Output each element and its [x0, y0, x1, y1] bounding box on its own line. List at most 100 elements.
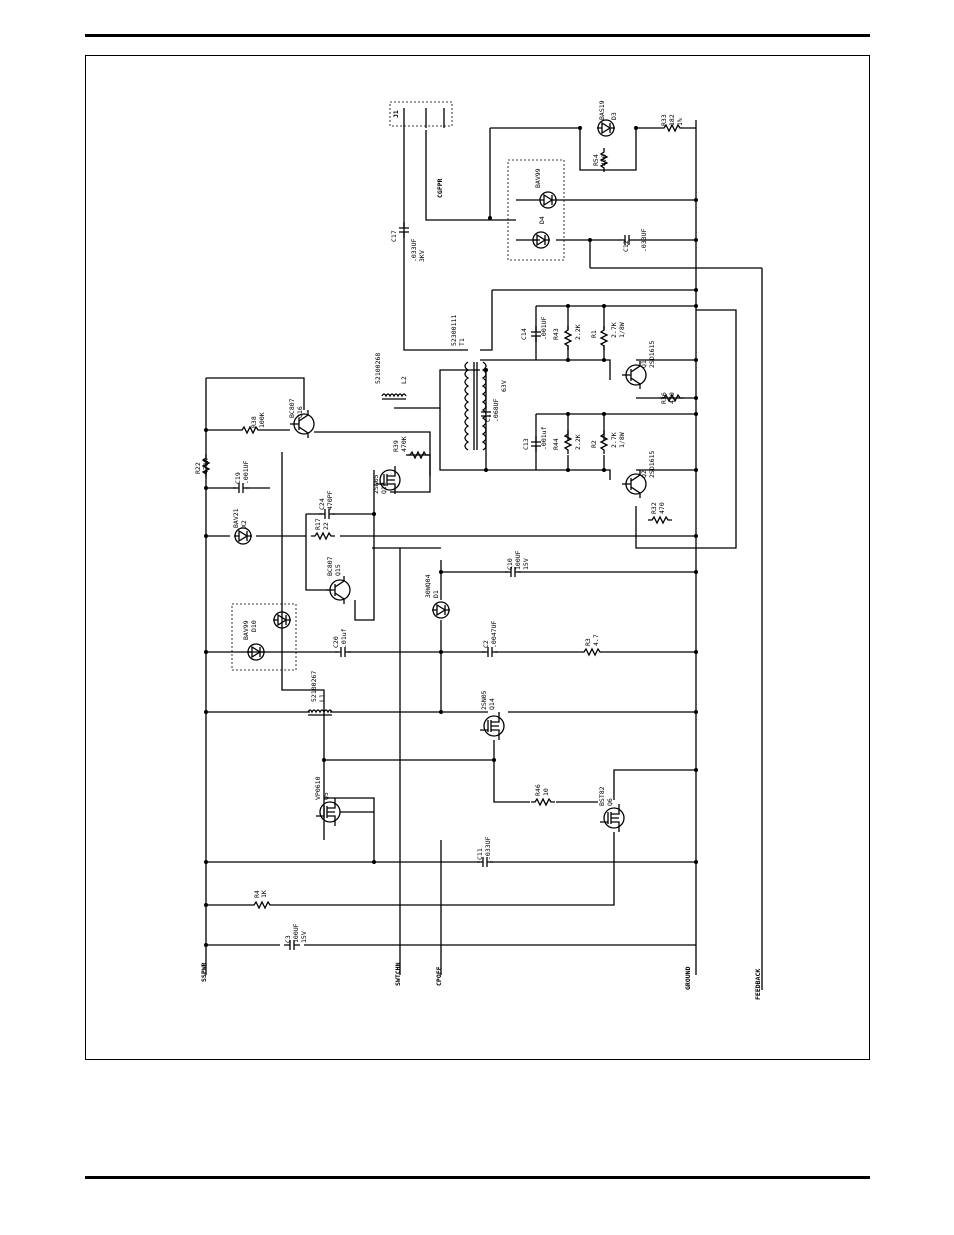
junctions — [204, 126, 698, 947]
svg-text:Q6: Q6 — [606, 798, 614, 806]
q1-bias — [535, 305, 696, 360]
bottom-rule — [85, 1176, 870, 1179]
svg-text:.001uf: .001uf — [540, 426, 548, 450]
r1-symbol — [600, 325, 608, 351]
l2-wire — [394, 369, 480, 409]
svg-text:C17: C17 — [390, 230, 398, 242]
t1-hv — [403, 128, 468, 351]
svg-text:C2: C2 — [482, 640, 490, 648]
q6-symbol — [599, 803, 625, 833]
svg-text:.001UF: .001UF — [540, 316, 548, 340]
d4-wire — [516, 199, 696, 241]
svg-text:VP0610: VP0610 — [314, 776, 322, 800]
svg-text:52100268: 52100268 — [374, 353, 382, 384]
svg-text:3KV: 3KV — [418, 250, 426, 262]
svg-text:R33: R33 — [660, 114, 668, 126]
svg-text:C24: C24 — [318, 498, 326, 510]
t1-lower — [439, 408, 480, 471]
l2-symbol — [381, 393, 407, 400]
net-label-sspwr: SSPWR — [200, 962, 208, 982]
svg-text:R32: R32 — [650, 502, 658, 514]
d3-symbol — [596, 119, 616, 137]
q14-symbol — [479, 711, 505, 741]
svg-text:C11: C11 — [476, 848, 484, 860]
svg-text:470: 470 — [668, 392, 676, 404]
j1-pins — [403, 108, 445, 128]
q16-top — [206, 377, 305, 410]
svg-text:.01uf: .01uf — [340, 628, 348, 648]
d4b-symbol — [538, 191, 558, 209]
svg-text:R22: R22 — [194, 462, 202, 474]
svg-text:BST82: BST82 — [598, 786, 606, 806]
x2-symbol — [233, 527, 253, 545]
svg-text:Q1: Q1 — [640, 360, 648, 368]
svg-text:2.2K: 2.2K — [574, 324, 582, 340]
q15-base — [305, 514, 330, 591]
svg-text:1/8W: 1/8W — [618, 432, 626, 448]
r2-symbol — [600, 429, 608, 455]
svg-text:.033UF: .033UF — [640, 228, 648, 252]
svg-text:C3: C3 — [284, 935, 292, 943]
svg-text:Q15: Q15 — [334, 564, 342, 576]
svg-text:Q16: Q16 — [296, 406, 304, 418]
part-labels: C3 100UF 15V R4 1K C11 .033UF VP0610 Q5 … — [194, 100, 684, 943]
svg-text:Q5: Q5 — [322, 792, 330, 800]
svg-text:C19: C19 — [234, 472, 242, 484]
svg-text:BAV99: BAV99 — [534, 168, 542, 188]
r17-symbol — [310, 532, 336, 540]
svg-text:.033UF: .033UF — [410, 238, 418, 262]
svg-text:2SD1615: 2SD1615 — [648, 341, 656, 368]
svg-text:470K: 470K — [202, 458, 210, 474]
svg-text:D3: D3 — [610, 112, 618, 120]
svg-text:100K: 100K — [258, 412, 266, 428]
svg-text:Q2: Q2 — [640, 470, 648, 478]
svg-text:10: 10 — [542, 788, 550, 796]
svg-text:R4: R4 — [253, 890, 261, 898]
svg-text:C1: C1 — [484, 414, 492, 422]
svg-text:R44: R44 — [552, 438, 560, 450]
d10-box — [231, 603, 297, 671]
svg-text:470PF: 470PF — [326, 490, 334, 510]
svg-text:.0047UF: .0047UF — [490, 621, 498, 648]
svg-text:D4: D4 — [538, 216, 546, 224]
r44-symbol — [564, 429, 572, 455]
net-label-ground: GROUND — [684, 966, 692, 990]
svg-text:R54: R54 — [592, 154, 600, 166]
svg-text:C10: C10 — [506, 558, 514, 570]
r46-symbol — [530, 798, 556, 806]
q5-symbol — [315, 797, 341, 827]
q-collectors — [636, 359, 696, 471]
svg-text:C20: C20 — [332, 636, 340, 648]
d1-wire — [372, 547, 442, 712]
svg-text:R2: R2 — [590, 440, 598, 448]
svg-text:2.2K: 2.2K — [574, 434, 582, 450]
svg-text:2SD1615: 2SD1615 — [648, 451, 656, 478]
svg-text:R38: R38 — [250, 416, 258, 428]
feedback-wire — [589, 248, 763, 990]
cgfpr-wire — [425, 130, 516, 221]
svg-text:D1: D1 — [432, 590, 440, 598]
svg-text:Q12: Q12 — [380, 482, 388, 494]
gate-drive — [281, 452, 598, 840]
t1-aux — [480, 289, 696, 351]
svg-text:15V: 15V — [522, 558, 530, 570]
svg-text:2SN05: 2SN05 — [372, 474, 380, 494]
net-label-swtchn: SWTCHN — [394, 962, 402, 986]
svg-text:R17: R17 — [314, 518, 322, 530]
svg-text:470: 470 — [658, 502, 666, 514]
svg-text:.033UF: .033UF — [484, 836, 492, 860]
svg-text:4.7: 4.7 — [592, 634, 600, 646]
q15-symbol — [325, 575, 351, 605]
svg-text:Q14: Q14 — [488, 698, 496, 710]
svg-text:L2: L2 — [400, 376, 408, 384]
net-label-cgfpr: CGFPR — [436, 178, 444, 198]
svg-text:R3: R3 — [584, 638, 592, 646]
svg-text:2SN05: 2SN05 — [480, 690, 488, 710]
svg-text:470: 470 — [600, 154, 608, 166]
d1-symbol — [431, 601, 451, 619]
svg-text:470K: 470K — [400, 436, 408, 452]
svg-text:52100267: 52100267 — [310, 671, 318, 702]
svg-text:.001UF: .001UF — [242, 460, 250, 484]
svg-text:15V: 15V — [300, 931, 308, 943]
